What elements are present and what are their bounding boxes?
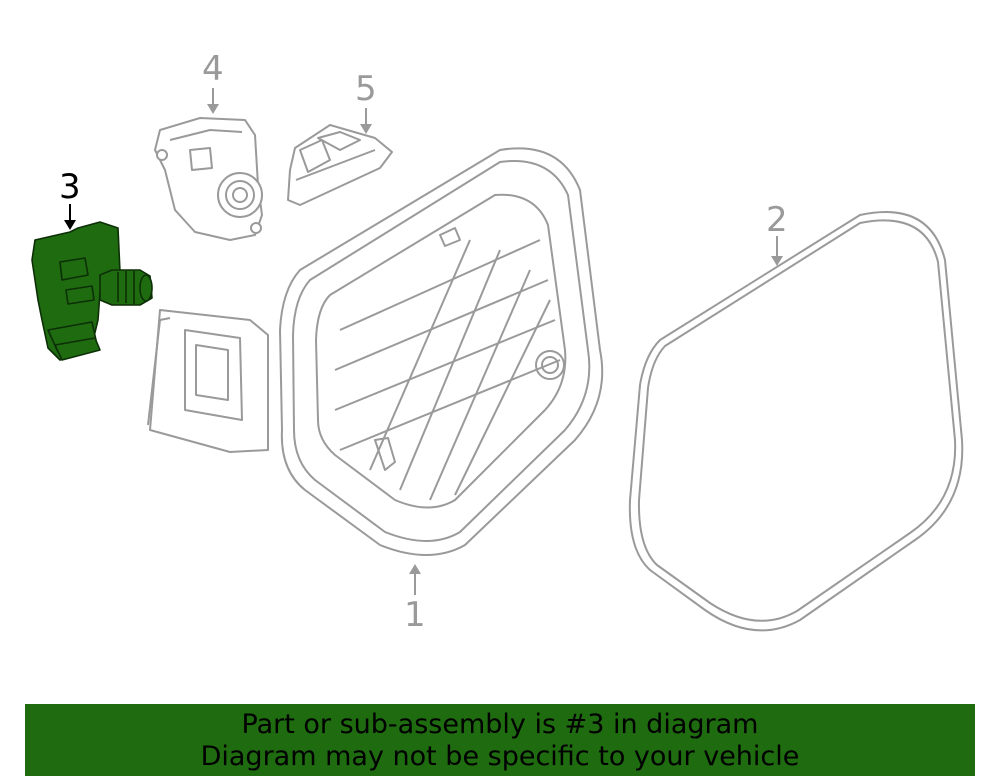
part-2-fuel-door-lid[interactable] xyxy=(628,211,964,632)
part-3-actuator[interactable] xyxy=(31,221,153,361)
callout-4[interactable]: 4 xyxy=(202,49,224,89)
callout-5[interactable]: 5 xyxy=(355,69,377,109)
parts-diagram xyxy=(31,88,964,632)
callout-2[interactable]: 2 xyxy=(766,200,788,240)
part-5-switch[interactable] xyxy=(287,124,393,206)
part-4-lock-module[interactable] xyxy=(154,117,263,241)
banner-line-disclaimer: Diagram may not be specific to your vehi… xyxy=(200,741,800,772)
leader-arrows xyxy=(207,88,783,595)
callout-1[interactable]: 1 xyxy=(404,595,426,635)
part-1-filler-housing[interactable] xyxy=(147,147,604,556)
info-banner: Part or sub-assembly is #3 in diagram Di… xyxy=(25,704,975,776)
callout-3[interactable]: 3 xyxy=(59,167,81,207)
banner-line-part: Part or sub-assembly is #3 in diagram xyxy=(241,709,759,740)
leader-arrow-3 xyxy=(64,204,76,230)
